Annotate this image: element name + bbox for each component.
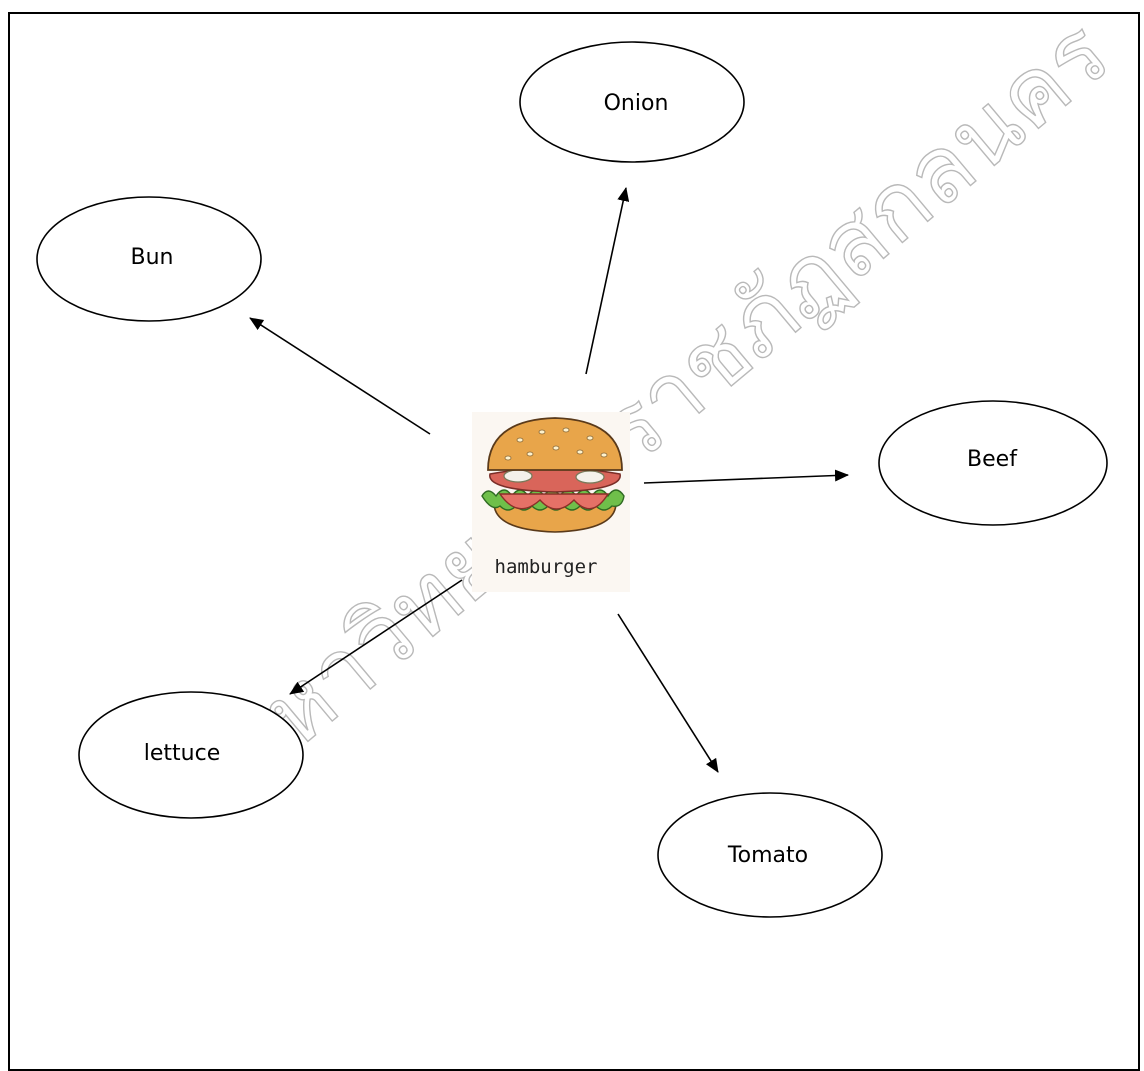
- arrow-to-tomato: [617, 613, 719, 773]
- arrow-to-beef: [643, 469, 849, 484]
- node-beef: Beef: [878, 400, 1108, 526]
- node-label-lettuce: lettuce: [144, 741, 220, 766]
- node-label-onion: Onion: [604, 91, 669, 116]
- hamburger-icon: [481, 417, 625, 533]
- arrow-to-bun: [249, 317, 431, 435]
- arrow-to-lettuce: [289, 579, 463, 695]
- node-label-beef: Beef: [967, 447, 1018, 472]
- node-label-tomato: Tomato: [727, 843, 808, 868]
- node-tomato: Tomato: [657, 792, 883, 918]
- node-bun: Bun: [36, 196, 262, 322]
- node-lettuce: lettuce: [78, 691, 304, 819]
- arrow-to-onion: [585, 187, 630, 375]
- diagram-frame: [8, 12, 1140, 1071]
- node-onion: Onion: [519, 41, 745, 163]
- center-hamburger: hamburger: [472, 412, 630, 592]
- center-label: hamburger: [495, 556, 598, 578]
- node-label-bun: Bun: [131, 245, 174, 270]
